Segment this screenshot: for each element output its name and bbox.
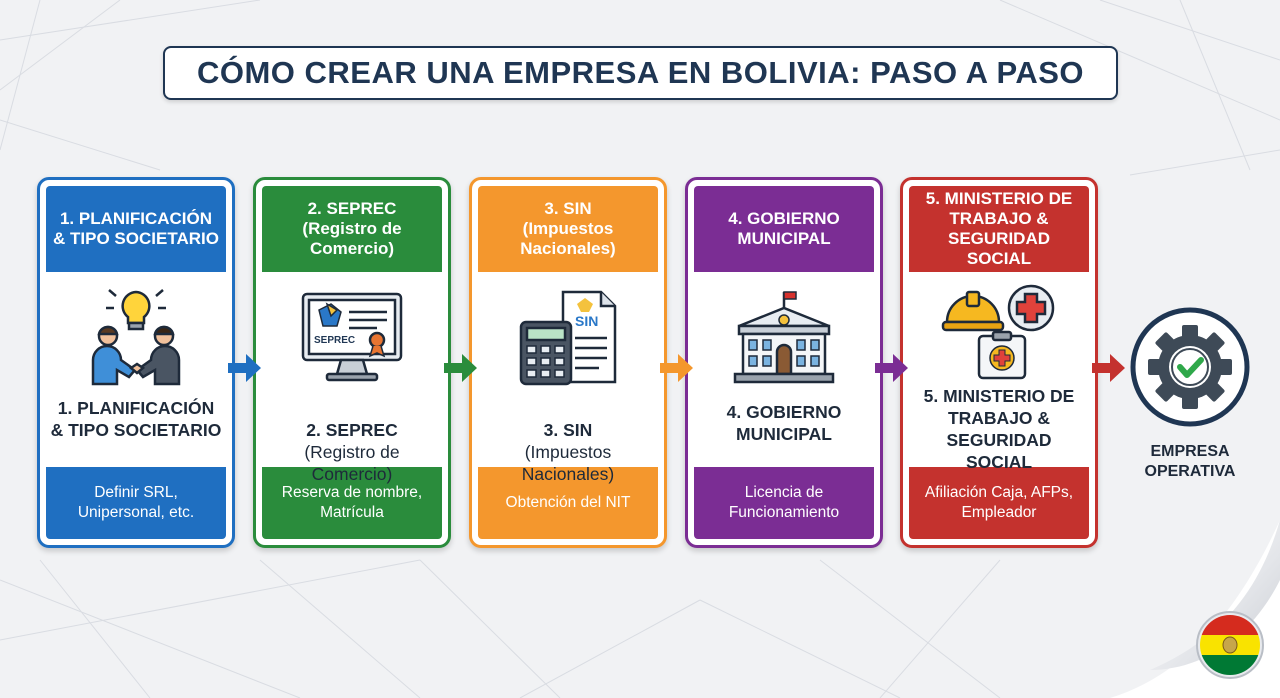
- arrow-1-to-2: [228, 354, 261, 382]
- step-2-title: 2. SEPREC (Registro de Comercio): [266, 398, 438, 507]
- step-1-description: Definir SRL, Unipersonal, etc.: [46, 467, 226, 539]
- seprec-logo-text: SEPREC: [314, 335, 355, 346]
- arrow-4-to-5: [875, 354, 908, 382]
- step-card-5: 5. MINISTERIO DE TRABAJO & SEGURIDAD SOC…: [900, 177, 1098, 548]
- step-2-title-sub: (Registro de Comercio): [304, 441, 400, 484]
- arrow-2-to-3: [444, 354, 477, 382]
- calculator-document-icon: SIN: [519, 290, 617, 386]
- step-5-title: 5. MINISTERIO DE TRABAJO & SEGURIDAD SOC…: [923, 386, 1075, 472]
- final-label: EMPRESA OPERATIVA: [1144, 443, 1236, 480]
- page-title: CÓMO CREAR UNA EMPRESA EN BOLIVIA: PASO …: [196, 55, 1085, 90]
- handshake-idea-icon: [91, 289, 181, 386]
- step-2-header: 2. SEPREC (Registro de Comercio): [262, 186, 442, 272]
- step-5-header: 5. MINISTERIO DE TRABAJO & SEGURIDAD SOC…: [909, 186, 1089, 272]
- step-card-3: 3. SIN (Impuestos Nacionales): [469, 177, 667, 548]
- step-3-title-sub: (Impuestos Nacionales): [521, 441, 615, 484]
- step-card-1: 1. PLANIFICACIÓN & TIPO SOCIETARIO: [37, 177, 235, 548]
- step-4-header: 4. GOBIERNO MUNICIPAL: [694, 186, 874, 272]
- step-4-description: Licencia de Funcionamiento: [694, 467, 874, 539]
- sin-logo-text: SIN: [575, 313, 598, 329]
- step-3-title-bold: 3. SIN: [543, 419, 593, 440]
- step-card-4: 4. GOBIERNO MUNICIPAL: [685, 177, 883, 548]
- step-3-header: 3. SIN (Impuestos Nacionales): [478, 186, 658, 272]
- step-3-title: 3. SIN (Impuestos Nacionales): [482, 398, 654, 507]
- step-2-description: Reserva de nombre, Matrícula: [262, 467, 442, 539]
- arrow-5-to-final: [1092, 354, 1125, 382]
- gear-check-icon: [1130, 307, 1250, 427]
- step-5-description: Afiliación Caja, AFPs, Empleador: [909, 467, 1089, 539]
- step-1-header: 1. PLANIFICACIÓN & TIPO SOCIETARIO: [46, 186, 226, 272]
- step-3-description: Obtención del NIT: [478, 467, 658, 539]
- monitor-certificate-icon: SEPREC: [301, 292, 403, 382]
- arrow-3-to-4: [660, 354, 693, 382]
- bolivia-flag-icon: [1196, 611, 1264, 679]
- title-box: CÓMO CREAR UNA EMPRESA EN BOLIVIA: PASO …: [163, 46, 1118, 100]
- step-2-title-bold: 2. SEPREC: [306, 419, 398, 440]
- hardhat-medical-icon: [941, 284, 1055, 380]
- government-building-icon: [733, 291, 835, 384]
- step-4-title: 4. GOBIERNO MUNICIPAL: [726, 402, 842, 444]
- step-card-2: 2. SEPREC (Registro de Comercio): [253, 177, 451, 548]
- step-1-title: 1. PLANIFICACIÓN & TIPO SOCIETARIO: [50, 398, 222, 440]
